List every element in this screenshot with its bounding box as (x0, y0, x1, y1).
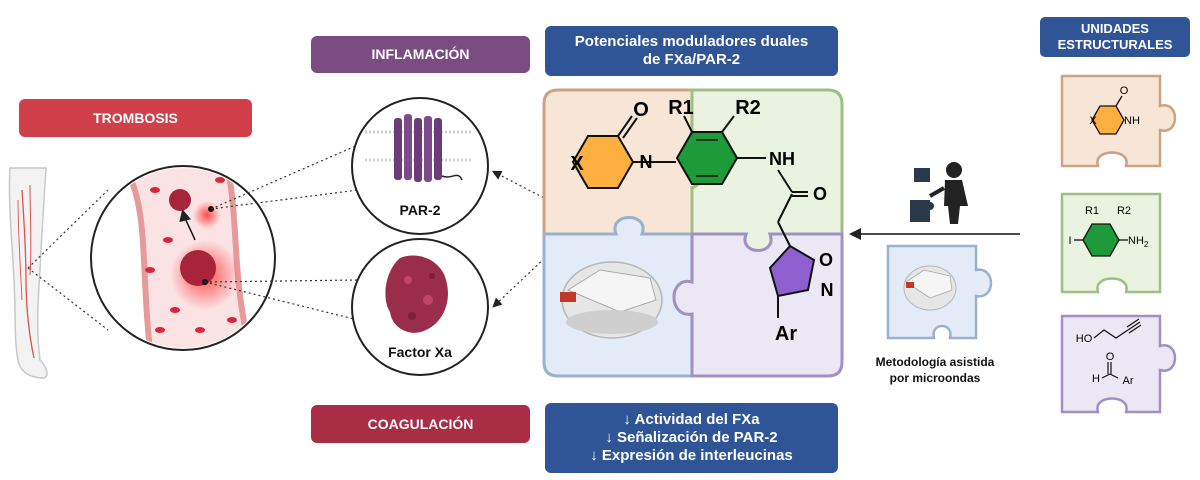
bb-aniline-r1: R1 (1085, 205, 1099, 217)
coagulacion-label: COAGULACIÓN (367, 415, 474, 432)
effect-par2-signaling: ↓ Señalización de PAR-2 (605, 429, 778, 446)
label-n-ring: N (640, 152, 653, 172)
central-puzzle (542, 88, 844, 378)
structural-units-title: UNIDADES ESTRUCTURALES (1040, 17, 1190, 57)
label-r1: R1 (668, 97, 694, 119)
bb-lactam-o: O (1120, 85, 1129, 97)
label-nh: NH (769, 149, 795, 169)
trombosis-banner: TROMBOSIS (19, 99, 252, 137)
label-r2: R2 (735, 97, 761, 119)
units-title-line2: ESTRUCTURALES (1057, 37, 1173, 52)
coagulacion-banner: COAGULACIÓN (311, 405, 530, 443)
factor-xa-protein-icon (385, 255, 448, 333)
label-n-isoxazole: N (821, 280, 834, 300)
bb-aldehyde-ar: Ar (1123, 375, 1134, 387)
bb-aniline-i: I (1068, 235, 1071, 247)
label-o-isoxazole: O (819, 250, 833, 270)
microwave-methodology-caption: Metodología asistida por microondas (860, 355, 1010, 386)
person-assembling-puzzle-icon (910, 162, 968, 224)
building-block-lactam (1060, 74, 1177, 168)
effect-interleukin-expression: ↓ Expresión de interleucinas (590, 447, 793, 464)
arrow-puzzle-to-par2 (491, 170, 549, 201)
effects-box: ↓ Actividad del FXa ↓ Señalización de PA… (545, 403, 838, 473)
zoom-line-top (27, 189, 109, 269)
units-title-line1: UNIDADES (1081, 21, 1149, 37)
label-x: X (570, 153, 584, 175)
effect-fxa-activity: ↓ Actividad del FXa (623, 411, 760, 428)
bb-aldehyde-o: O (1106, 351, 1115, 363)
bb-lactam-x: X (1089, 115, 1097, 127)
zoom-line-bottom (27, 267, 109, 331)
link-to-fxa-a (204, 279, 359, 283)
puzzle-piece-isoxazole (672, 232, 844, 378)
dual-modulators-title: Potenciales moduladores duales de FXa/PA… (545, 26, 838, 76)
mw-caption-line2: por microondas (889, 370, 981, 385)
bb-aldehyde-h: H (1092, 373, 1100, 385)
bb-aniline-nh2: NH2 (1128, 235, 1149, 249)
arrow-puzzle-to-fxa (492, 254, 549, 308)
label-ar: Ar (775, 323, 797, 345)
building-block-alkyne-aldehyde (1060, 314, 1177, 414)
bb-aniline-nh: NH (1128, 235, 1144, 247)
bb-alkyne-ho: HO (1076, 333, 1093, 345)
link-to-par2-a (210, 144, 359, 210)
inflamacion-banner: INFLAMACIÓN (311, 36, 530, 73)
label-o-lactam: O (633, 99, 649, 121)
link-to-fxa-b (204, 281, 359, 321)
bb-lactam-nh: NH (1124, 115, 1140, 127)
leg-icon (8, 167, 48, 379)
microwave-reactor-icon (560, 261, 663, 339)
building-block-aniline (1060, 192, 1162, 294)
inflamacion-label: INFLAMACIÓN (371, 46, 470, 63)
dual-title-line2: de FXa/PAR-2 (642, 51, 741, 68)
bb-aniline-r2: R2 (1117, 205, 1131, 217)
bb-aniline-sub2: 2 (1144, 240, 1149, 249)
par2-label: PAR-2 (399, 202, 441, 218)
label-o-amide: O (813, 184, 827, 204)
trombosis-label: TROMBOSIS (93, 109, 178, 126)
isoxazole-ring (768, 244, 816, 298)
mw-caption-line1: Metodología asistida (875, 355, 995, 369)
blood-vessel-icon (90, 165, 276, 351)
dual-title-line1: Potenciales moduladores duales (574, 33, 809, 50)
par2-receptor-icon (365, 114, 472, 182)
factor-xa-label: Factor Xa (388, 344, 452, 360)
microwave-puzzle-piece (886, 244, 993, 340)
